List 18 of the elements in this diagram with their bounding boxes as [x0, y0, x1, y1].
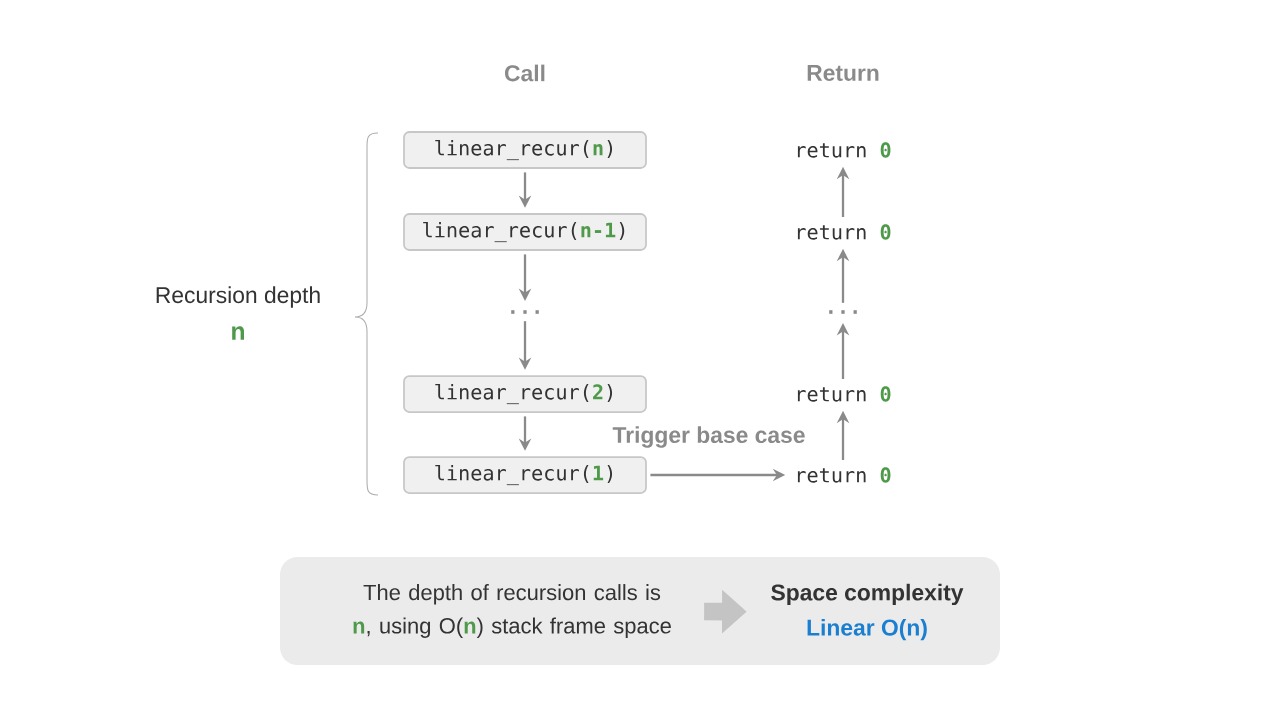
function-call-box: linear_recur(n-1) [403, 213, 647, 251]
return-statement: return 0 [797, 467, 891, 483]
complexity-result: Space complexity Linear O(n) [771, 583, 964, 641]
return-statement: return 0 [797, 386, 891, 402]
function-call-box: linear_recur(n) [403, 131, 647, 169]
summary-panel [280, 557, 1000, 665]
depth-value: n [232, 326, 244, 340]
function-call-box: linear_recur(2) [403, 375, 647, 413]
ellipsis: ... [829, 310, 857, 314]
axis-label: Recursion depth [156, 286, 320, 308]
edge-label: Trigger base case [610, 424, 808, 450]
column-heading: Return [807, 65, 879, 81]
return-statement: return 0 [797, 224, 891, 240]
function-call-box: linear_recur(1) [403, 456, 647, 494]
ellipsis: ... [511, 310, 539, 314]
column-heading: Call [505, 64, 545, 82]
return-statement: return 0 [797, 142, 891, 158]
summary-text: The depth of recursion calls is n, using O(n) stack frame space [353, 584, 671, 638]
